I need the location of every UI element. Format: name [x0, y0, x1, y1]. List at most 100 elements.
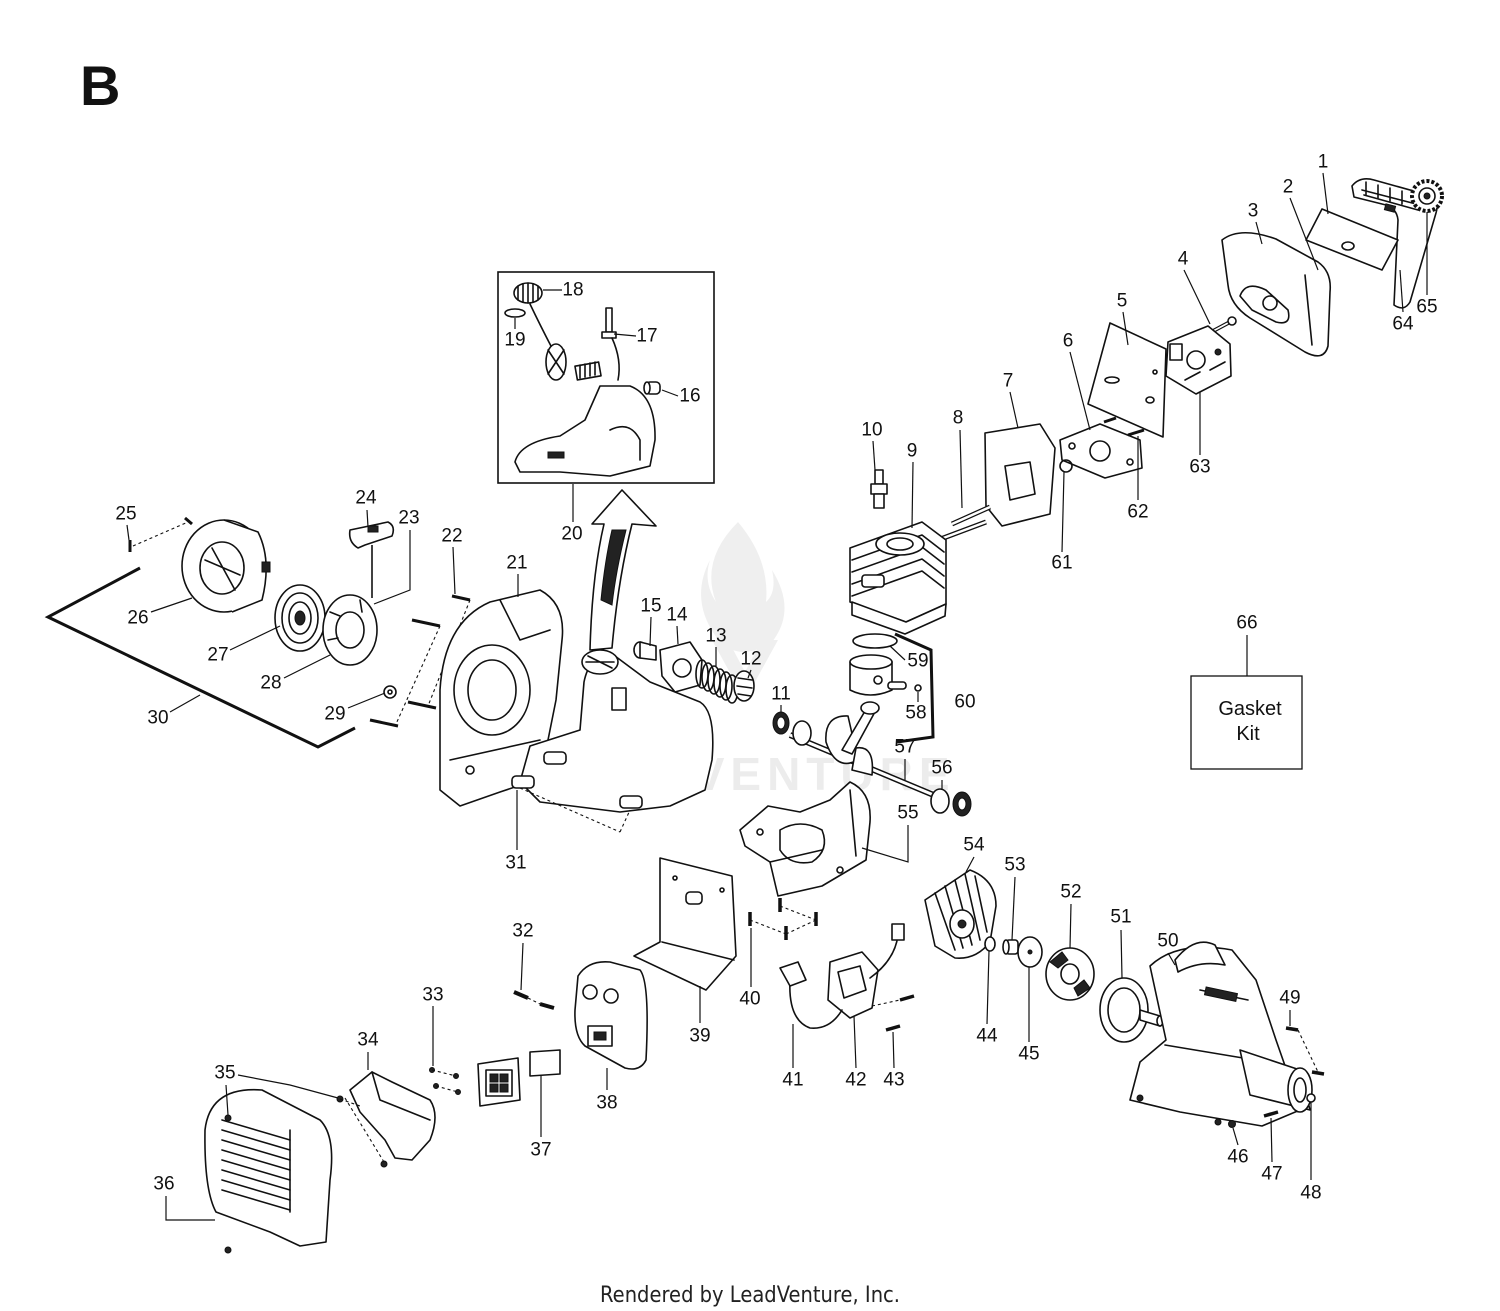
callout-13: 13 [705, 626, 726, 647]
callout-26: 26 [127, 608, 148, 629]
part-10-spark-plug [870, 469, 888, 509]
part-6-intake-manifold [1059, 423, 1143, 479]
callout-numbers: 1 2 3 4 5 6 7 8 9 10 11 12 13 14 15 16 1… [115, 152, 1437, 1204]
part-63-carburetor [1165, 325, 1232, 395]
part-7-insulator-block [984, 423, 1056, 527]
part-17-vent [574, 307, 620, 381]
part-41-ignition-lead [779, 961, 843, 1029]
fuel-filter [545, 343, 567, 381]
callout-9: 9 [907, 441, 918, 462]
part-59-piston-ring [852, 633, 898, 649]
callout-5: 5 [1117, 291, 1128, 312]
part-53-sleeve [1002, 939, 1019, 955]
part-40-screws [748, 898, 818, 940]
callout-52: 52 [1060, 882, 1081, 903]
inset-fuel-tank-detail [497, 271, 715, 484]
callout-1: 1 [1318, 152, 1329, 173]
part-9-cylinder [849, 521, 947, 635]
callout-53: 53 [1004, 855, 1025, 876]
callout-46: 46 [1227, 1147, 1248, 1168]
part-16-grommet [643, 381, 661, 395]
part-36-cylinder-cover [204, 1088, 333, 1254]
part-22-screws [369, 594, 471, 728]
callout-21: 21 [506, 553, 527, 574]
callout-6: 6 [1063, 331, 1074, 352]
callout-62: 62 [1127, 502, 1148, 523]
callout-24: 24 [355, 488, 377, 509]
callout-39: 39 [689, 1026, 710, 1047]
callout-20: 20 [561, 524, 582, 545]
callout-36: 36 [153, 1174, 174, 1195]
watermark-flame-icon [701, 522, 785, 652]
callout-8: 8 [953, 408, 964, 429]
part-13-spring [695, 659, 739, 704]
part-14-housing [659, 641, 703, 693]
part-66-gasket-kit-box: Gasket Kit [1190, 675, 1303, 770]
footer-credit: Rendered by LeadVenture, Inc. [600, 1283, 900, 1308]
callout-42: 42 [845, 1070, 866, 1091]
callout-19: 19 [504, 330, 525, 351]
callout-49: 49 [1279, 988, 1300, 1009]
callout-28: 28 [260, 673, 281, 694]
gasket-kit-line-2: Kit [1236, 723, 1260, 745]
part-37-label [529, 1049, 561, 1077]
callout-27: 27 [207, 645, 228, 666]
piston [849, 654, 907, 696]
callout-50: 50 [1157, 931, 1178, 952]
callout-35: 35 [214, 1063, 235, 1084]
callout-31: 31 [505, 853, 526, 874]
part-51-clutch-drum [1099, 977, 1164, 1043]
part-45-disc [1017, 936, 1043, 968]
part-58-piston-pin-clip [914, 684, 922, 692]
part-20-arrow [589, 489, 657, 651]
callout-43: 43 [883, 1070, 904, 1091]
part-55-crankcase [739, 781, 871, 897]
part-5-carburetor-gasket [1087, 322, 1167, 438]
part-30-bracket [44, 566, 356, 749]
part-15-bushing [633, 641, 657, 661]
callout-58: 58 [905, 703, 926, 724]
watermark-mark-icon [712, 640, 778, 700]
callout-34: 34 [357, 1030, 379, 1051]
part-61-o-ring [1059, 459, 1073, 473]
part-19-seal-ring [504, 308, 526, 318]
callout-59: 59 [907, 651, 928, 672]
callout-2: 2 [1283, 177, 1294, 198]
callout-40: 40 [739, 989, 760, 1010]
callout-4: 4 [1178, 249, 1189, 270]
part-62-screws [1103, 416, 1145, 437]
callout-16: 16 [679, 386, 700, 407]
callout-7: 7 [1003, 371, 1014, 392]
callout-51: 51 [1110, 907, 1131, 928]
callout-3: 3 [1248, 201, 1259, 222]
part-46-screw [1228, 1120, 1236, 1128]
callout-41: 41 [782, 1070, 803, 1091]
callout-23: 23 [398, 508, 419, 529]
part-57-crankshaft [788, 701, 938, 799]
part-52-clutch [1045, 947, 1095, 1001]
part-33-screws [429, 1067, 461, 1095]
callout-55: 55 [897, 803, 918, 824]
callout-63: 63 [1189, 457, 1210, 478]
callout-33: 33 [422, 985, 443, 1006]
leader-lines [126, 172, 1428, 1221]
part-29-washer [383, 685, 397, 699]
callout-25: 25 [115, 504, 136, 525]
callout-32: 32 [512, 921, 533, 942]
callout-11: 11 [771, 684, 791, 705]
callout-38: 38 [596, 1093, 617, 1114]
part-32-screws [513, 990, 555, 1010]
callout-57: 57 [894, 737, 915, 758]
part-48-nut [1306, 1093, 1316, 1103]
callout-22: 22 [441, 526, 462, 547]
part-44-washer [984, 936, 996, 952]
part-11-bearing [772, 711, 790, 735]
callout-61: 61 [1051, 553, 1072, 574]
part-28-pulley [322, 594, 378, 666]
callout-37: 37 [530, 1140, 551, 1161]
callout-15: 15 [640, 596, 661, 617]
callout-29: 29 [324, 704, 345, 725]
callout-65: 65 [1416, 297, 1437, 318]
part-56-bearings [930, 788, 972, 817]
callout-10: 10 [861, 420, 882, 441]
